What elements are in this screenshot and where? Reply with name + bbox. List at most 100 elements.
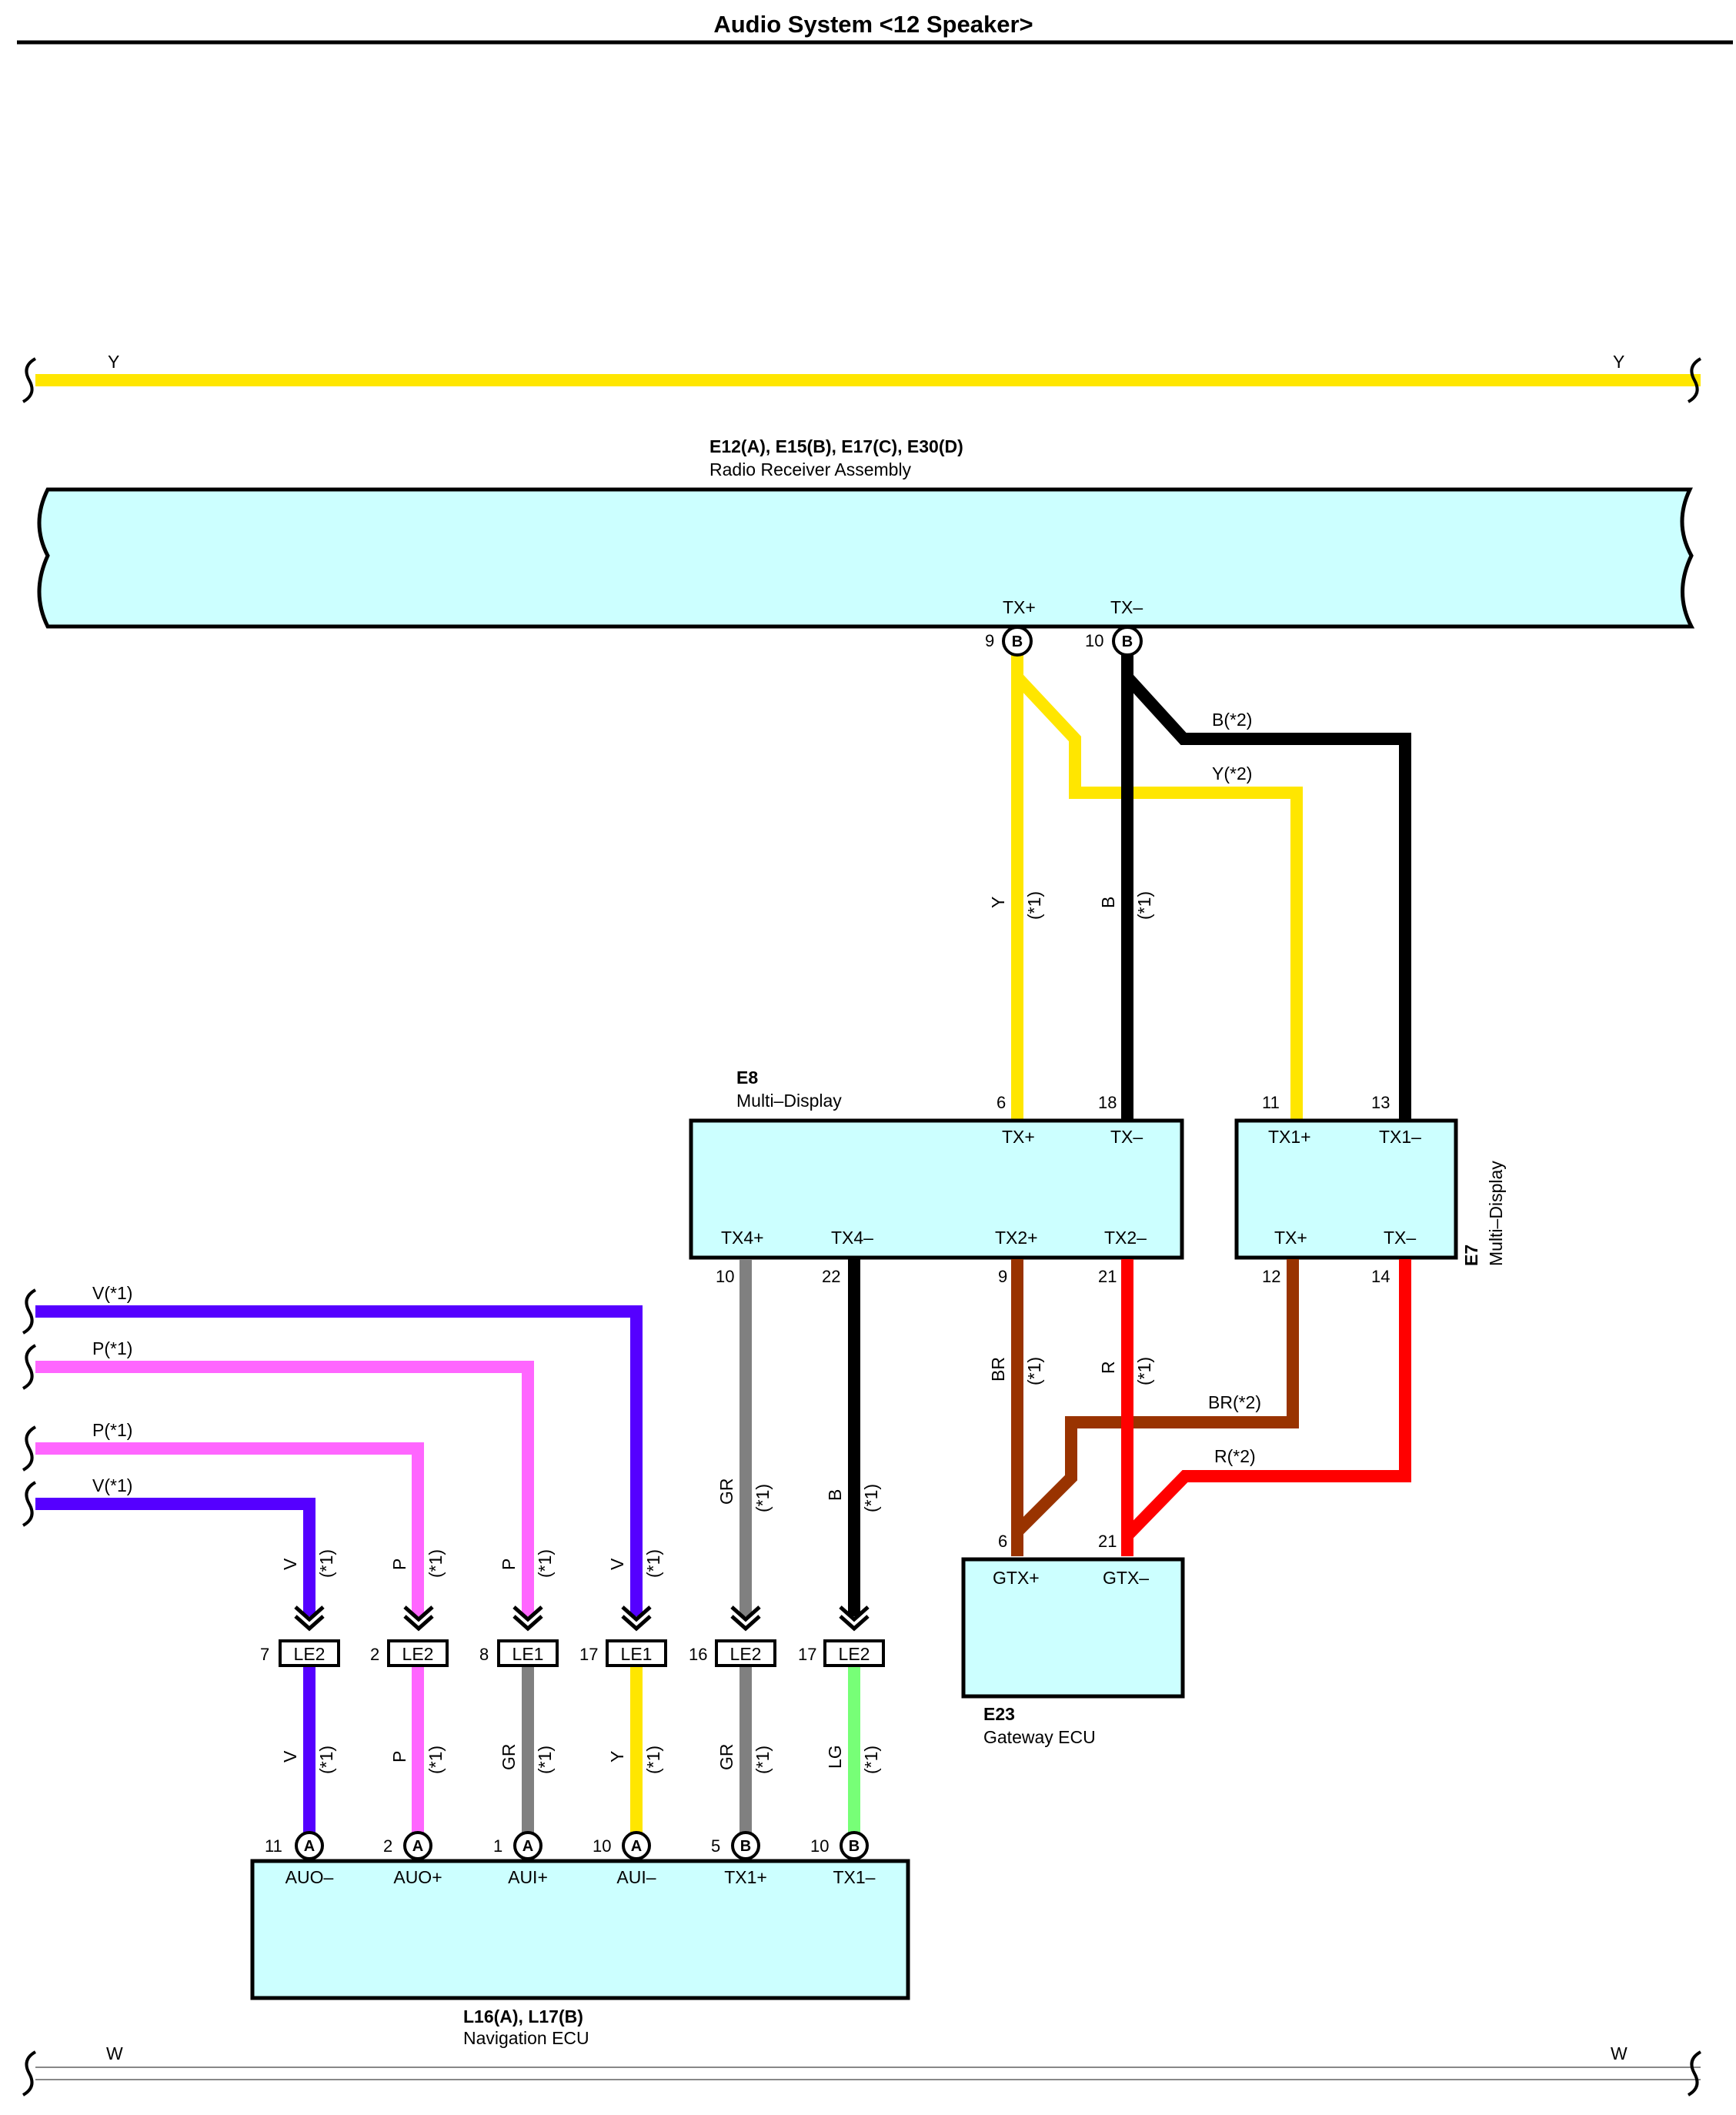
upper-label-p-2: P — [499, 1559, 519, 1570]
junction-label-3: LE1 — [512, 1644, 544, 1664]
e7-multi-display: E7 Multi–Display — [1234, 1118, 1506, 1266]
e8-pin-tx2p: TX2+ — [995, 1228, 1038, 1248]
side-label-p1: P(*1) — [92, 1338, 132, 1358]
wire-label-r2: R(*2) — [1214, 1446, 1256, 1466]
e7-pin-txp: TX+ — [1274, 1228, 1307, 1248]
wire-label-b2: B(*2) — [1212, 710, 1252, 730]
e8-multi-display: E8 Multi–Display — [689, 1068, 1184, 1260]
upper-label-b: B — [825, 1489, 845, 1501]
e8-pin-tx4p: TX4+ — [721, 1228, 764, 1248]
wire-label-br2: BR(*2) — [1208, 1392, 1261, 1412]
radio-pin-txm-label: TX– — [1110, 597, 1143, 617]
nav-conn-4: A — [631, 1838, 642, 1855]
radio-code: E12(A), E15(B), E17(C), E30(D) — [709, 436, 963, 456]
e23-pin-6: 6 — [998, 1532, 1007, 1551]
nav-pin-auim: AUI– — [616, 1867, 656, 1887]
nav-pin-num-3: 1 — [493, 1836, 502, 1856]
e7-code: E7 — [1461, 1245, 1481, 1266]
e23-pin-gtxm: GTX– — [1103, 1568, 1149, 1588]
wire-label-y2: Y(*2) — [1212, 763, 1252, 784]
e7-name: Multi–Display — [1486, 1161, 1506, 1266]
page-title: Audio System <12 Speaker> — [713, 11, 1033, 38]
lower-note-6: (*1) — [861, 1746, 881, 1774]
wire-label-y: Y — [988, 897, 1008, 908]
upper-label-gr: GR — [716, 1478, 736, 1505]
nav-code: L16(A), L17(B) — [463, 2006, 583, 2026]
e7-pin-tx1p: TX1+ — [1268, 1127, 1311, 1147]
nav-conn-6: B — [849, 1838, 860, 1855]
e23-gateway-ecu: E23 Gateway ECU — [961, 1557, 1185, 1747]
e8-pin-18: 18 — [1098, 1093, 1117, 1112]
lower-label-5: GR — [716, 1744, 736, 1771]
radio-pin-10: 10 — [1085, 631, 1103, 650]
nav-pin-num-5: 5 — [711, 1836, 720, 1856]
lower-label-6: LG — [825, 1745, 845, 1769]
junction-label-6: LE2 — [839, 1644, 870, 1664]
wire-label-r: R — [1098, 1361, 1118, 1374]
radio-name: Radio Receiver Assembly — [709, 459, 912, 479]
wire-br-to-gateway — [1011, 1259, 1299, 1556]
wire-p-upper — [35, 1361, 534, 1616]
e8-pin-6: 6 — [997, 1093, 1006, 1112]
nav-pin-tx1m: TX1– — [833, 1867, 876, 1887]
e8-name: Multi–Display — [736, 1091, 842, 1111]
nav-conn-1: A — [304, 1838, 315, 1855]
e8-code: E8 — [736, 1068, 758, 1088]
wire-label-b-note: (*1) — [1134, 891, 1154, 920]
e7-pin-txm: TX– — [1384, 1228, 1416, 1248]
wire-label-br-note: (*1) — [1024, 1357, 1044, 1385]
radio-pin-txp-label: TX+ — [1003, 597, 1036, 617]
radio-connector-b-9-label: B — [1012, 633, 1023, 650]
bus-bottom-label-left: W — [106, 2043, 123, 2063]
e7-pin-11: 11 — [1262, 1093, 1280, 1112]
wire-radio-txp — [1011, 653, 1303, 1124]
upper-label-v-2: V — [607, 1558, 627, 1570]
e7-pin-13: 13 — [1371, 1093, 1390, 1112]
side-label-v1: V(*1) — [92, 1283, 132, 1303]
e8-pin-9: 9 — [998, 1267, 1007, 1286]
lower-label-1: V — [280, 1750, 300, 1762]
junction-chevrons — [294, 1605, 870, 1632]
junction-label-1: LE2 — [294, 1644, 326, 1664]
nav-conn-3: A — [522, 1838, 533, 1855]
lower-label-3: GR — [499, 1744, 519, 1771]
upper-note-5: (*1) — [753, 1484, 773, 1512]
side-wire-breaks — [22, 1288, 37, 1527]
e7-pin-tx1m: TX1– — [1379, 1127, 1421, 1147]
top-power-bus: Y Y — [22, 352, 1702, 403]
radio-connector-b-10 — [1112, 626, 1143, 657]
bus-bottom-label-right: W — [1611, 2043, 1627, 2063]
upper-label-v-1: V — [280, 1558, 300, 1570]
nav-pin-num-1: 11 — [265, 1836, 282, 1856]
bus-top-label-right: Y — [1613, 352, 1624, 372]
junction-pin-2: 2 — [370, 1645, 379, 1664]
lower-note-2: (*1) — [426, 1746, 446, 1774]
lower-note-4: (*1) — [643, 1746, 663, 1774]
wire-v-lower — [35, 1498, 315, 1616]
junction-label-4: LE1 — [621, 1644, 653, 1664]
lower-note-1: (*1) — [316, 1746, 336, 1774]
upper-note-3: (*1) — [535, 1549, 555, 1578]
nav-pin-num-4: 10 — [593, 1836, 611, 1856]
nav-connector-circles — [295, 1831, 869, 1860]
radio-connector-b-9 — [1002, 626, 1033, 657]
e8-pin-10: 10 — [716, 1267, 734, 1286]
side-label-v2: V(*1) — [92, 1475, 132, 1495]
side-label-p2: P(*1) — [92, 1420, 132, 1440]
e7-pin-14: 14 — [1371, 1267, 1390, 1286]
nav-pin-auip: AUI+ — [508, 1867, 548, 1887]
upper-note-6: (*1) — [861, 1484, 881, 1512]
junction-label-2: LE2 — [402, 1644, 434, 1664]
e8-pin-tx4m: TX4– — [831, 1228, 873, 1248]
upper-note-2: (*1) — [426, 1549, 446, 1578]
bottom-ground-bus: W W — [22, 2043, 1702, 2097]
junction-label-5: LE2 — [730, 1644, 762, 1664]
e8-pin-txp: TX+ — [1002, 1127, 1035, 1147]
radio-connector-b-10-label: B — [1122, 633, 1133, 650]
lower-label-2: P — [389, 1751, 409, 1762]
e23-code: E23 — [983, 1704, 1015, 1724]
radio-pin-9: 9 — [985, 631, 994, 650]
nav-pin-auop: AUO+ — [393, 1867, 442, 1887]
wire-p-lower — [35, 1442, 424, 1616]
